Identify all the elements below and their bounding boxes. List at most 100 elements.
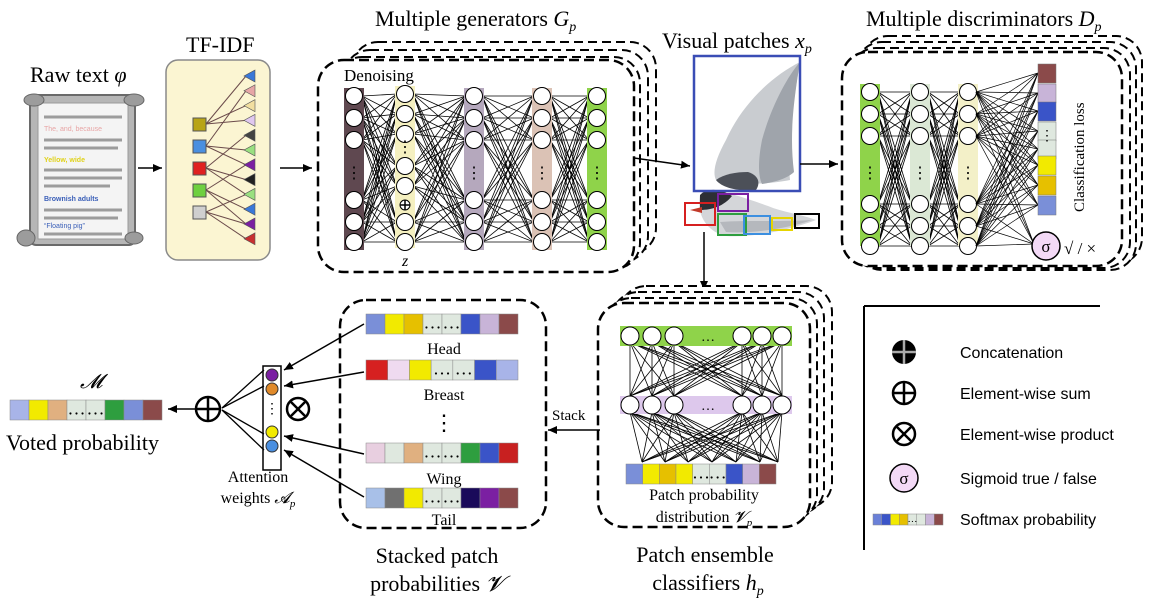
generators-label: Multiple generators Gp <box>375 6 576 35</box>
visual-patches-label: Visual patches xp <box>662 28 812 57</box>
arrow-tail-to-attention <box>283 449 365 498</box>
discriminators-section: Multiple discriminators Dp ⋮⋮⋮⋮ Classifi… <box>840 6 1143 271</box>
stack-label: Stack <box>552 408 586 424</box>
stacked-frame <box>338 298 548 530</box>
patch-probability-bar: …… <box>625 462 777 485</box>
svg-text:…: … <box>424 312 442 332</box>
stacked-label-line1: Stacked patch <box>376 543 499 568</box>
generator-network: ⋮⋮⋮⋮⋮ <box>344 85 607 251</box>
svg-text:…: … <box>424 486 442 506</box>
visual-patches-section: Visual patches xp <box>662 28 838 290</box>
legend: Concatenation Element-wise sum Element-w… <box>863 305 1114 550</box>
softmax-legend-bar: … <box>872 513 944 526</box>
denoising-label: Denoising <box>344 66 414 85</box>
doc-line-floating: “Floating pig” <box>44 223 86 230</box>
bird-image <box>684 54 820 237</box>
tfidf-section: TF-IDF <box>165 32 312 261</box>
patch-box-tail <box>794 213 820 229</box>
doc-line-yellow: Yellow, wide <box>44 157 85 164</box>
sigmoid-node-symbol: σ <box>1041 237 1050 256</box>
svg-text:…: … <box>87 398 105 418</box>
svg-text:⋮: ⋮ <box>534 165 550 182</box>
concatenation-icon <box>892 340 916 364</box>
legend-sigmoid: Sigmoid true / false <box>960 471 1097 488</box>
product-legend-icon <box>891 421 917 447</box>
doc-line-brownish: Brownish adults <box>44 196 99 203</box>
svg-text:⋮: ⋮ <box>346 165 362 182</box>
svg-text:…: … <box>709 462 727 482</box>
stacked-bars: …………………… <box>365 312 519 509</box>
arrow-head-to-attention <box>283 323 365 371</box>
discriminators-label: Multiple discriminators Dp <box>866 6 1102 35</box>
patch-box-belly <box>771 217 793 231</box>
svg-text:…: … <box>907 514 917 525</box>
tfidf-panel <box>165 59 271 261</box>
svg-text:⋮: ⋮ <box>589 165 605 182</box>
sum-legend-icon <box>891 380 917 406</box>
svg-text:…: … <box>455 358 473 378</box>
voted-probability-label: Voted probability <box>6 430 159 455</box>
patch-box-breast <box>717 213 747 236</box>
svg-text:…: … <box>701 399 715 414</box>
ensemble-network: …… <box>620 326 792 463</box>
legend-product: Element-wise product <box>960 427 1114 444</box>
ensemble-label-line1: Patch ensemble <box>636 542 773 567</box>
legend-sum: Element-wise sum <box>960 386 1091 403</box>
raw-text-label: Raw text φ <box>30 62 127 87</box>
attention-weight-4 <box>265 439 279 453</box>
stacked-section: …………………… Head Breast ⋮ Wing Tail Stacked… <box>338 298 548 596</box>
ensemble-section: …… …… Patch probability distribution 𝓥p … <box>548 285 833 599</box>
svg-text:…: … <box>443 441 461 461</box>
attention-weight-1 <box>265 368 279 382</box>
svg-text:…: … <box>68 398 86 418</box>
sigmoid-legend-symbol: σ <box>899 469 908 488</box>
sigmoid-legend-icon <box>889 463 919 493</box>
head-label: Head <box>427 341 461 358</box>
breast-label: Breast <box>424 387 465 404</box>
attention-weights-column <box>262 365 282 471</box>
patch-box-neck <box>717 193 749 212</box>
arrow-breast-to-attention <box>283 371 365 389</box>
raw-text-section: Raw text φ The, and, because Yellow, wid… <box>16 62 162 247</box>
attention-weight-3 <box>265 425 279 439</box>
tfidf-label: TF-IDF <box>186 32 254 57</box>
true-false-label: √ / × <box>1064 239 1096 258</box>
stacked-label-line2: probabilities 𝓥 <box>370 571 510 596</box>
tfidf-word-squares <box>192 117 207 220</box>
stack-ellipsis: ⋮ <box>433 410 455 435</box>
patch-box-full <box>692 54 802 193</box>
svg-text:…: … <box>443 312 461 332</box>
noise-z-label: z <box>401 253 409 270</box>
voted-probability-bar: …… <box>9 398 163 421</box>
ensemble-label-line2: classifiers hp <box>652 570 763 599</box>
attention-label-line1: Attention <box>228 469 288 486</box>
legend-softmax: Softmax probability <box>960 512 1096 529</box>
attention-ellipsis: ⋮ <box>265 402 279 417</box>
svg-text:…: … <box>433 358 451 378</box>
tfidf-connections <box>205 75 247 240</box>
element-product-icon <box>285 396 311 422</box>
discriminator-network: ⋮⋮⋮⋮ <box>860 63 1057 255</box>
sigmoid-node <box>1031 231 1061 261</box>
attention-weight-2 <box>265 382 279 396</box>
patch-box-wing <box>743 215 771 235</box>
arrow-wing-to-attention <box>283 434 365 455</box>
svg-text:…: … <box>701 330 715 345</box>
attention-label-line2: weights 𝓐p <box>221 490 296 510</box>
svg-text:…: … <box>424 441 442 461</box>
wing-label: Wing <box>427 471 462 488</box>
svg-text:⋮: ⋮ <box>862 165 878 182</box>
svg-text:⋮: ⋮ <box>466 165 482 182</box>
arrow-generator-to-patches <box>633 157 691 169</box>
svg-text:⋮: ⋮ <box>1040 129 1054 144</box>
svg-text:…: … <box>692 462 710 482</box>
generators-section: Multiple generators Gp Denoising ⋮⋮⋮⋮⋮ z <box>316 6 691 274</box>
legend-concatenation: Concatenation <box>960 345 1063 362</box>
tail-label: Tail <box>432 512 457 529</box>
classification-loss-label: Classification loss <box>1072 102 1088 212</box>
attention-section: ⋮ Attention weights 𝓐p <box>168 323 365 510</box>
scroll-document-icon: The, and, because Yellow, wide Brownish … <box>16 93 145 247</box>
patch-prob-line1: Patch probability <box>649 487 759 504</box>
